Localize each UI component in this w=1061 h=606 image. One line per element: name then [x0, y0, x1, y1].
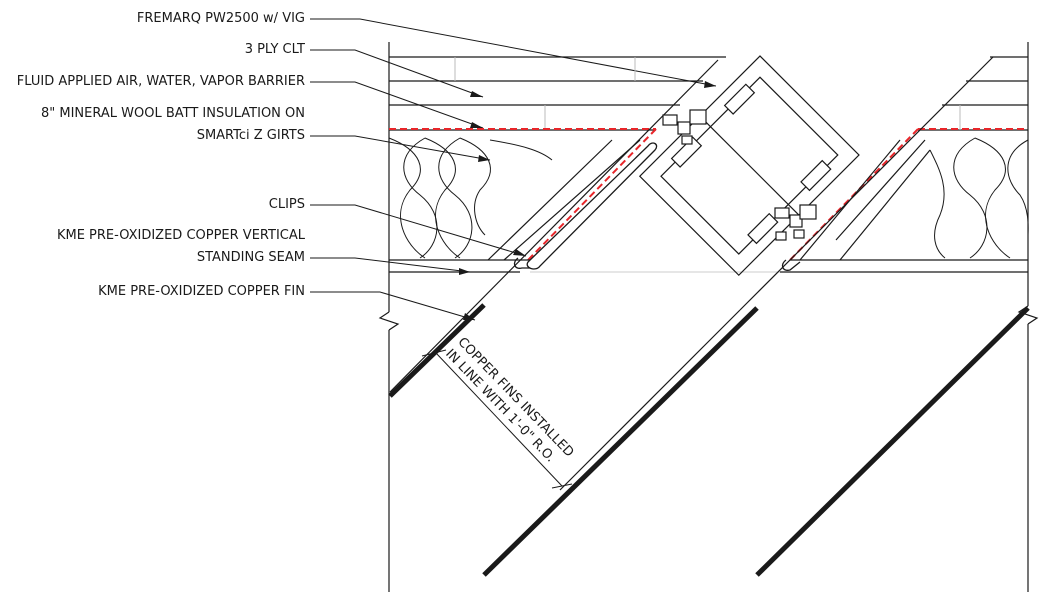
- callout-barrier-text: FLUID APPLIED AIR, WATER, VAPOR BARRIER: [16, 74, 305, 89]
- callout-fremarq-text: FREMARQ PW2500 w/ VIG: [136, 11, 305, 26]
- leader-fremarq: [310, 18, 717, 87]
- callout-clips-text: CLIPS: [268, 197, 305, 212]
- callout-barrier: FLUID APPLIED AIR, WATER, VAPOR BARRIER: [17, 74, 305, 90]
- copper-fin-2: [482, 306, 759, 577]
- leader-clips: [310, 204, 527, 257]
- standing-seam-right: [781, 259, 801, 271]
- callout-clt: 3 PLY CLT: [245, 42, 305, 58]
- callout-fin-text: KME PRE-OXIDIZED COPPER FIN: [98, 284, 305, 299]
- callout-fin: KME PRE-OXIDIZED COPPER FIN: [98, 284, 305, 300]
- callout-insulation-line-2: SMARTci Z GIRTS: [196, 128, 305, 143]
- leader-insulation: [310, 135, 491, 161]
- batt-insulation-right: [929, 137, 1029, 259]
- air-water-vapor-barrier: [389, 128, 1028, 261]
- callout-insulation-line-1: 8" MINERAL WOOL BATT INSULATION ON: [41, 106, 305, 121]
- callout-seam-line-2: STANDING SEAM: [196, 250, 305, 265]
- leader-lines: [310, 18, 717, 321]
- copper-fin-1: [388, 303, 486, 398]
- callout-fremarq: FREMARQ PW2500 w/ VIG: [137, 11, 305, 27]
- batt-insulation-left: [388, 137, 553, 259]
- clt-right: [918, 56, 1028, 131]
- callout-seam: KME PRE-OXIDIZED COPPER VERTICAL STANDIN…: [57, 228, 305, 266]
- standing-seam-left: [513, 142, 658, 270]
- leader-seam: [310, 257, 471, 273]
- callout-clt-text: 3 PLY CLT: [244, 42, 305, 57]
- z-girts: [487, 139, 931, 261]
- clip-details: [662, 109, 817, 241]
- callout-clips: CLIPS: [269, 197, 305, 213]
- fremarq-window-unit: [638, 55, 860, 277]
- callout-insulation: 8" MINERAL WOOL BATT INSULATION ON SMART…: [41, 106, 305, 144]
- dimension-line: [421, 349, 573, 489]
- callout-seam-line-1: KME PRE-OXIDIZED COPPER VERTICAL: [56, 228, 305, 243]
- section-boundaries: [378, 42, 1039, 592]
- copper-fin-3: [755, 306, 1030, 577]
- copper-fins: [388, 303, 1030, 577]
- leader-fin: [310, 291, 476, 321]
- girt-lines: [389, 259, 1028, 273]
- leader-barrier: [310, 81, 484, 129]
